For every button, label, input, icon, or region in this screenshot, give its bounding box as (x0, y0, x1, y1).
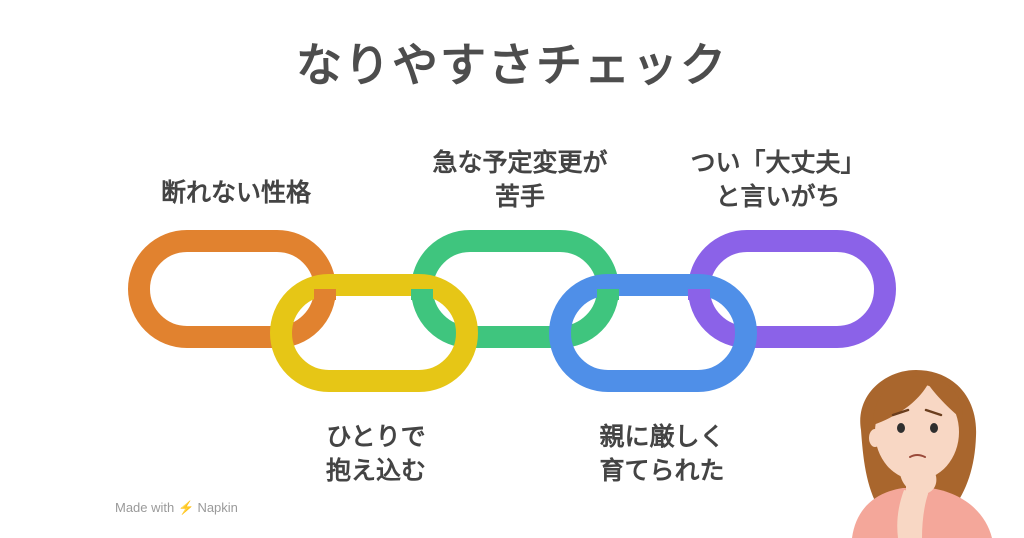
napkin-logo-icon: ⚡ (178, 500, 195, 515)
label-line: つい「大丈夫」 (690, 148, 866, 177)
chain-link-blue (549, 274, 757, 392)
mouth (909, 454, 926, 458)
chain-link-yellow (270, 274, 478, 392)
page-title: なりやすさチェック (296, 38, 728, 92)
label-line: 断れない性格 (160, 178, 311, 207)
label-strict-parents: 親に厳しく 育てられた (552, 420, 772, 488)
left-brow (891, 408, 910, 417)
label-line: 育てられた (599, 456, 725, 485)
arm (897, 490, 928, 538)
label-line: 急な予定変更が (432, 148, 608, 177)
hair-bangs (873, 376, 964, 425)
label-schedule-change: 急な予定変更が 苦手 (410, 146, 630, 214)
label-line: 抱え込む (325, 456, 426, 485)
right-eye (930, 423, 938, 433)
label-line: ひとりで (326, 422, 426, 451)
label-say-fine: つい「大丈夫」 と言いがち (668, 146, 888, 214)
watermark-prefix: Made with (115, 500, 175, 515)
ear (869, 429, 881, 447)
watermark-brand: Napkin (197, 500, 238, 515)
label-keep-to-self: ひとりで 抱え込む (266, 420, 486, 488)
label-refusal: 断れない性格 (126, 176, 346, 210)
hand (899, 462, 937, 495)
right-brow (924, 408, 943, 417)
left-eye (897, 423, 905, 433)
napkin-watermark: Made with⚡Napkin (115, 500, 238, 516)
label-line: 親に厳しく (599, 422, 725, 451)
label-line: と言いがち (715, 182, 841, 211)
label-line: 苦手 (494, 182, 545, 211)
